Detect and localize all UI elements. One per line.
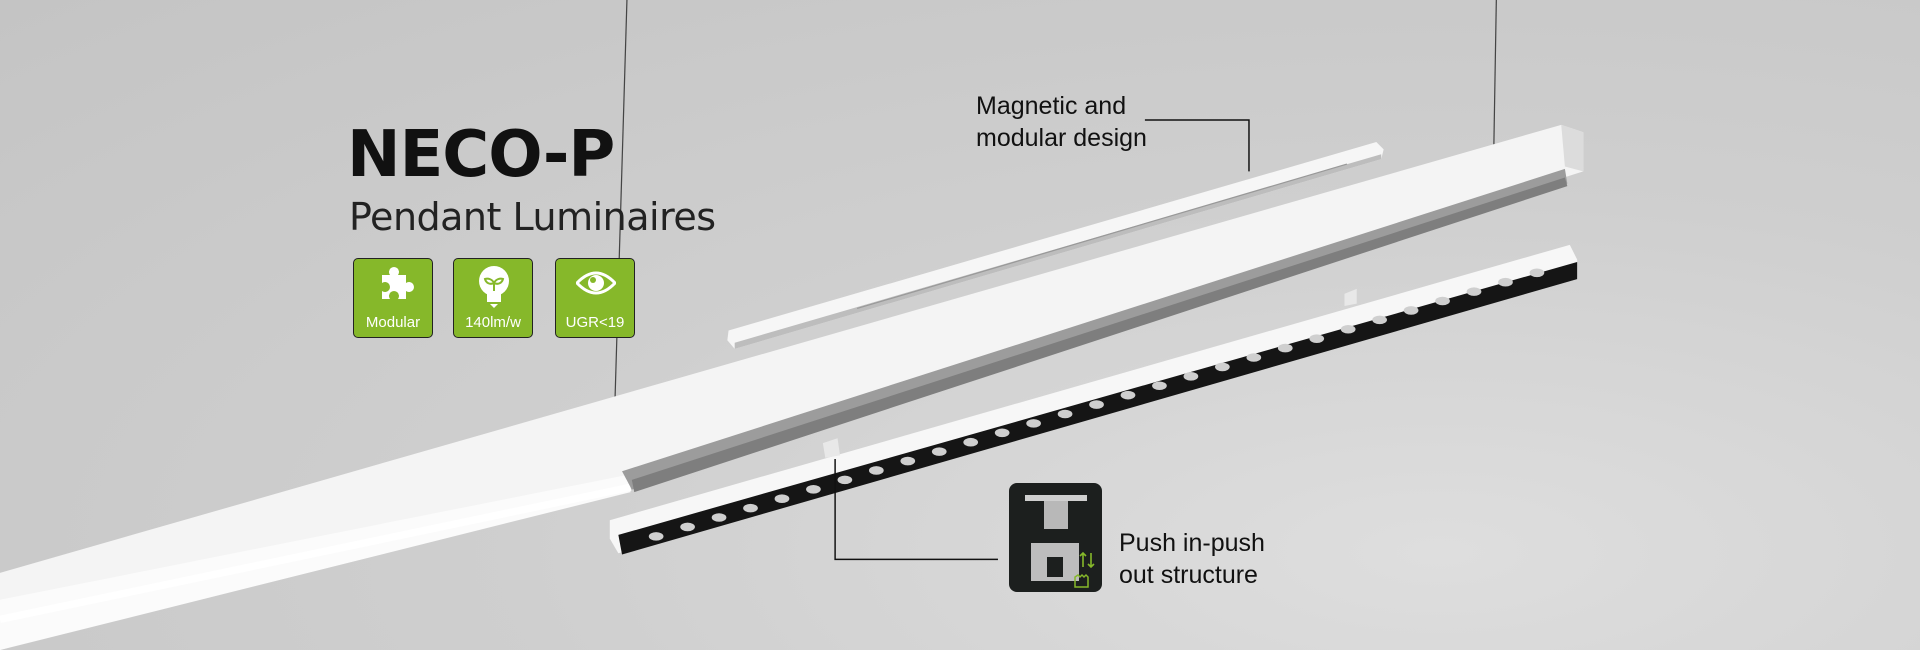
main-housing <box>0 124 1584 650</box>
callout-line: modular design <box>976 124 1147 152</box>
led-lens <box>1089 400 1104 409</box>
led-module <box>609 244 1578 555</box>
led-lens <box>1466 287 1482 296</box>
led-lens <box>1246 353 1262 362</box>
puzzle-icon <box>382 267 414 299</box>
led-lens <box>648 532 664 541</box>
badge-ugr: UGR<19 <box>555 258 635 338</box>
product-subtitle: Pendant Luminaires <box>349 195 716 239</box>
badge-modular: Modular <box>353 258 433 338</box>
led-lens <box>1026 419 1041 428</box>
badge-label: 140lm/w <box>465 314 521 331</box>
led-lens <box>1309 334 1325 343</box>
leader-line-push <box>834 459 998 561</box>
led-lens <box>806 484 821 494</box>
led-lens <box>1435 296 1450 306</box>
callout-line: Push in-push <box>1119 529 1265 557</box>
led-lens <box>994 428 1010 438</box>
badge-label: Modular <box>365 314 421 331</box>
led-lens <box>1215 362 1230 372</box>
led-lens <box>837 475 853 485</box>
led-lens <box>900 456 916 466</box>
led-lens <box>711 513 727 522</box>
callout-push: Push in-push out structure <box>1119 527 1265 591</box>
product-title: NECO-P <box>347 118 615 192</box>
callout-line: out structure <box>1119 561 1258 589</box>
led-lens <box>743 503 758 513</box>
led-lens <box>1340 324 1356 334</box>
led-lens <box>1529 268 1545 278</box>
eye-icon <box>576 271 616 295</box>
led-lens <box>1403 306 1419 315</box>
callout-line: Magnetic and <box>976 92 1127 120</box>
suspension-wire-right <box>1493 0 1497 145</box>
led-lens <box>774 494 790 503</box>
led-lens <box>1152 381 1167 391</box>
magnetic-track <box>727 141 1384 349</box>
bulb-leaf-icon <box>479 266 509 308</box>
suspension-wire-left <box>614 0 628 411</box>
led-lens <box>1498 277 1513 287</box>
led-lens <box>1277 343 1293 353</box>
led-lens <box>868 466 884 475</box>
badge-efficacy: 140lm/w <box>453 258 533 338</box>
led-lens <box>1120 390 1136 400</box>
callout-magnetic: Magnetic and modular design <box>976 90 1147 154</box>
leader-line-magnetic <box>1144 119 1250 172</box>
led-lens <box>963 437 979 447</box>
led-lens <box>1372 315 1387 325</box>
push-clip-icon <box>1009 483 1102 592</box>
led-lens <box>680 522 695 532</box>
led-lens <box>1057 409 1073 419</box>
led-lens <box>931 447 947 456</box>
led-lens <box>1183 372 1199 381</box>
badge-label: UGR<19 <box>565 314 625 331</box>
